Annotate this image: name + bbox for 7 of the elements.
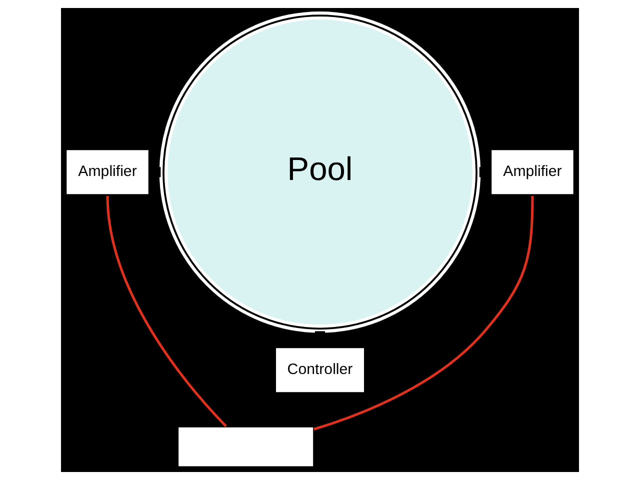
connector (106, 196, 227, 428)
node-box: Controller (274, 346, 366, 394)
node-box: Amplifier (65, 148, 150, 196)
connector (313, 196, 534, 430)
node-box (177, 426, 314, 468)
node-box: Amplifier (490, 148, 575, 196)
node-circle: Pool (159, 11, 481, 333)
